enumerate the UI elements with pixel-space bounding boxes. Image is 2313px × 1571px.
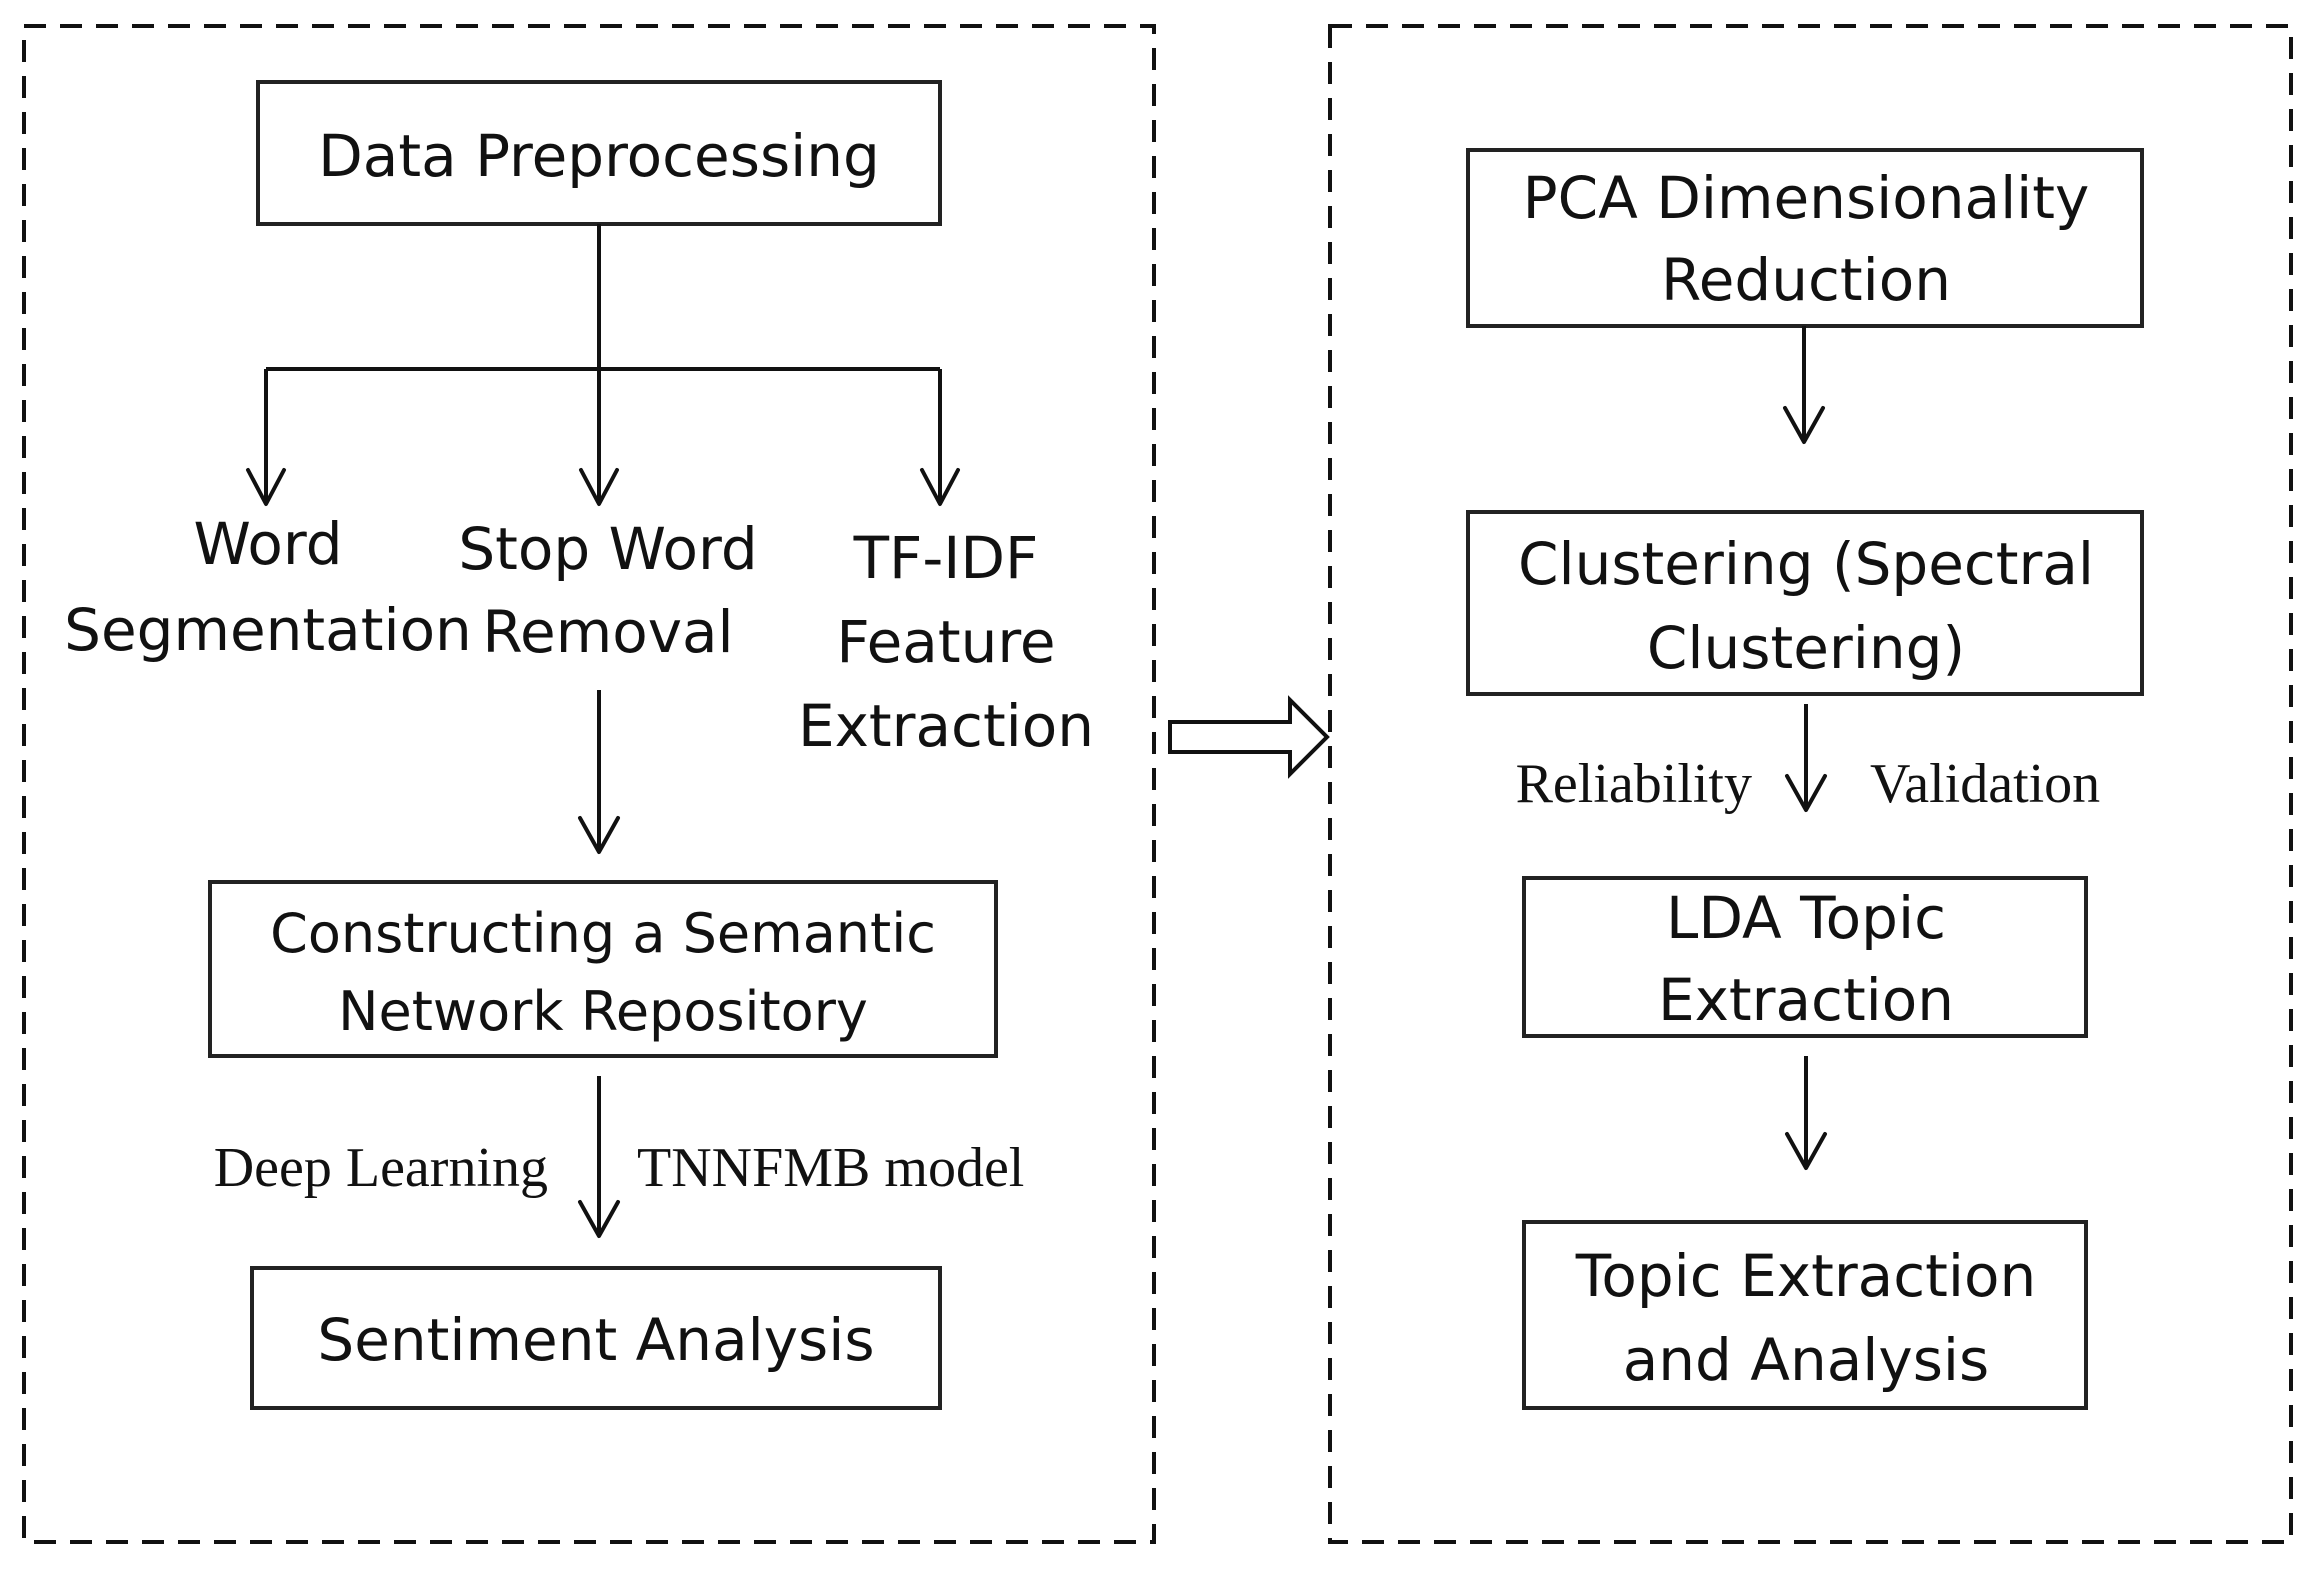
semantic-network-line1: Constructing a Semantic bbox=[270, 902, 936, 965]
tfidf-line2: Feature bbox=[836, 608, 1055, 676]
tfidf-line3: Extraction bbox=[798, 692, 1094, 760]
left-panel bbox=[22, 24, 1156, 1544]
arrowhead-to-topic bbox=[1785, 1132, 1827, 1170]
pca-line1: PCA Dimensionality bbox=[1523, 164, 2090, 232]
arrowhead-to-clustering bbox=[1783, 406, 1825, 444]
deep-learning-label: Deep Learning bbox=[214, 1137, 548, 1199]
reliability-label: Reliability bbox=[1516, 753, 1752, 815]
pca-box bbox=[1466, 148, 2144, 328]
arrowhead-word-seg bbox=[246, 468, 286, 506]
sentiment-analysis-label: Sentiment Analysis bbox=[317, 1306, 874, 1374]
word-segmentation-line1: Word bbox=[193, 510, 342, 578]
topic-analysis-box bbox=[1522, 1220, 2088, 1410]
lda-line2: Extraction bbox=[1658, 966, 1954, 1034]
validation-label: Validation bbox=[1870, 753, 2100, 815]
semantic-network-line2: Network Repository bbox=[338, 980, 868, 1043]
arrowhead-to-sentiment bbox=[578, 1200, 620, 1238]
clustering-box bbox=[1466, 510, 2144, 696]
lda-line1: LDA Topic bbox=[1666, 884, 1946, 952]
data-preprocessing-label: Data Preprocessing bbox=[318, 122, 880, 190]
clustering-line1: Clustering (Spectral bbox=[1518, 530, 2094, 598]
tnnfmb-model-label: TNNFMB model bbox=[637, 1137, 1024, 1199]
arrowhead-tfidf bbox=[920, 468, 960, 506]
semantic-network-box bbox=[208, 880, 998, 1058]
right-panel bbox=[1328, 24, 2293, 1544]
data-preprocessing-box bbox=[256, 80, 942, 226]
topic-analysis-line1: Topic Extraction bbox=[1575, 1242, 2036, 1310]
sentiment-analysis-box bbox=[250, 1266, 942, 1410]
clustering-line2: Clustering) bbox=[1647, 614, 1965, 682]
pca-line2: Reduction bbox=[1661, 246, 1951, 314]
tfidf-line1: TF-IDF bbox=[853, 524, 1039, 592]
arrowhead-to-semantic bbox=[578, 816, 620, 854]
arrowhead-to-lda bbox=[1785, 774, 1827, 812]
word-segmentation-line2: Segmentation bbox=[64, 596, 472, 664]
arrowhead-stop-word bbox=[579, 468, 619, 506]
topic-analysis-line2: and Analysis bbox=[1623, 1326, 1990, 1394]
stop-word-removal-line2: Removal bbox=[482, 598, 733, 666]
panel-connector-arrow bbox=[1168, 695, 1330, 779]
stop-word-removal-line1: Stop Word bbox=[458, 515, 757, 583]
lda-box bbox=[1522, 876, 2088, 1038]
